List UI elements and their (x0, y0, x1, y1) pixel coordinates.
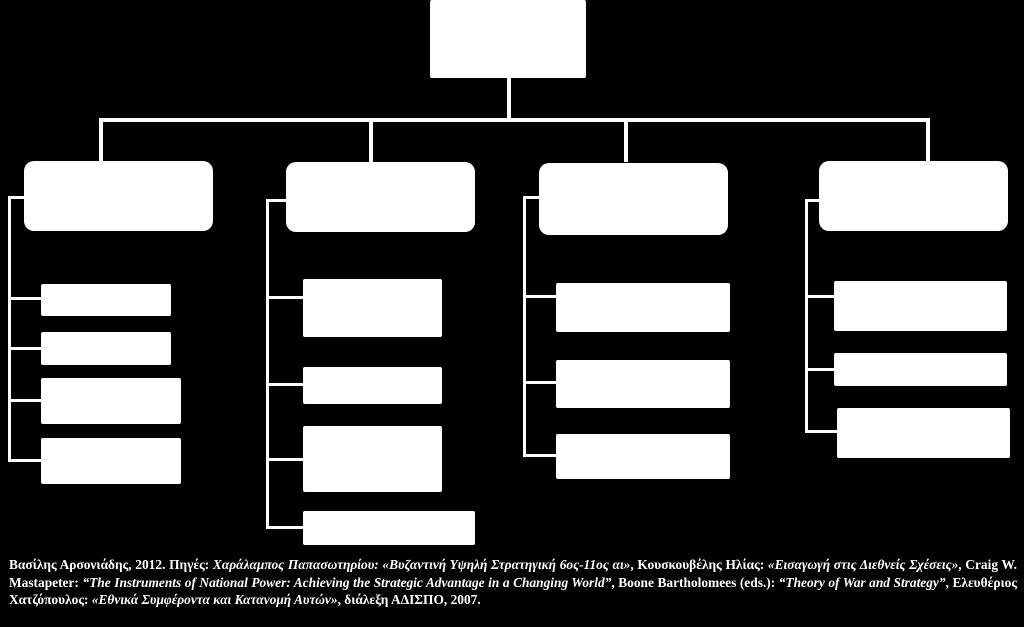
column-3-spine (523, 196, 526, 457)
citation-author: Βασίλης Αρσονιάδης, 2012. Πηγές: (9, 557, 213, 572)
item-label (556, 360, 730, 408)
item-node (303, 367, 442, 404)
item-node (41, 378, 181, 424)
citation-tail: , διάλεξη ΑΔΙΣΠΟ, 2007. (337, 592, 481, 607)
root-label (430, 0, 586, 78)
branch (805, 430, 838, 433)
column-2-spine-top (266, 199, 287, 202)
category-node-1 (24, 161, 213, 231)
citation-title: «Εισαγωγή στις Διεθνείς Σχέσεις» (767, 557, 959, 572)
item-label (834, 353, 1007, 386)
org-chart (8, 0, 1010, 545)
category-label (819, 161, 1008, 231)
item-label (41, 284, 171, 316)
citation-author: , Craig W. Mastapeter: (9, 557, 1017, 590)
citation-title: Χαράλαμπος Παπασωτηρίου: «Βυζαντινή Υψηλ… (212, 557, 631, 572)
branch (266, 383, 304, 386)
category-node-3 (539, 163, 728, 235)
branch (523, 454, 557, 457)
category-node-2 (286, 162, 475, 232)
branch (805, 368, 835, 371)
top-bus (99, 118, 930, 122)
item-label (303, 279, 442, 337)
item-node (834, 281, 1007, 331)
category-label (24, 161, 213, 231)
citation-title: «Εθνικά Συμφέροντα και Κατανομή Αυτών» (91, 592, 338, 607)
branch (8, 347, 42, 350)
citation-author: , Boone Bartholomees (eds.): (611, 574, 779, 590)
category-label (286, 162, 475, 232)
item-node (303, 511, 475, 545)
column-3-spine-top (523, 196, 541, 199)
item-label (41, 378, 181, 424)
column-1-drop (99, 118, 103, 162)
item-node (41, 438, 181, 484)
branch (8, 399, 42, 402)
item-node (556, 360, 730, 408)
item-node (303, 426, 442, 492)
branch (523, 381, 557, 384)
column-2-drop (369, 118, 373, 162)
item-label (303, 426, 442, 492)
category-node-4 (819, 161, 1008, 231)
root-node (430, 0, 586, 78)
item-label (556, 283, 730, 332)
citation-author: , Ελευθέριος Χατζόπουλος: (9, 574, 1018, 608)
branch (8, 459, 42, 462)
item-label (837, 408, 1010, 458)
column-1-spine-top (8, 196, 26, 199)
column-4-spine-top (805, 199, 821, 202)
item-node (556, 283, 730, 332)
branch (266, 458, 304, 461)
column-1-spine (8, 196, 11, 462)
branch (266, 526, 304, 529)
column-3-drop (624, 118, 628, 162)
branch (266, 296, 304, 299)
citation-author: , Κουσκουβέλης Ηλίας: (630, 557, 768, 572)
column-4-spine (805, 199, 808, 433)
item-label (834, 281, 1007, 331)
item-label (41, 438, 181, 484)
source-citation: Βασίλης Αρσονιάδης, 2012. Πηγές: Χαράλαμ… (9, 556, 1017, 609)
column-4-drop (926, 118, 930, 162)
item-label (556, 434, 730, 479)
branch (8, 297, 42, 300)
item-label (303, 367, 442, 404)
branch (523, 295, 557, 298)
branch (805, 295, 835, 298)
item-node (303, 279, 442, 337)
citation-title: “Theory of War and Strategy” (778, 574, 946, 590)
root-connector (507, 78, 511, 118)
citation-title: “The Instruments of National Power: Achi… (82, 574, 612, 590)
item-node (41, 332, 171, 365)
item-node (834, 353, 1007, 386)
item-node (837, 408, 1010, 458)
item-node (556, 434, 730, 479)
column-2-spine (266, 199, 269, 529)
category-label (539, 163, 728, 235)
item-label (41, 332, 171, 365)
item-node (41, 284, 171, 316)
item-label (303, 511, 475, 545)
